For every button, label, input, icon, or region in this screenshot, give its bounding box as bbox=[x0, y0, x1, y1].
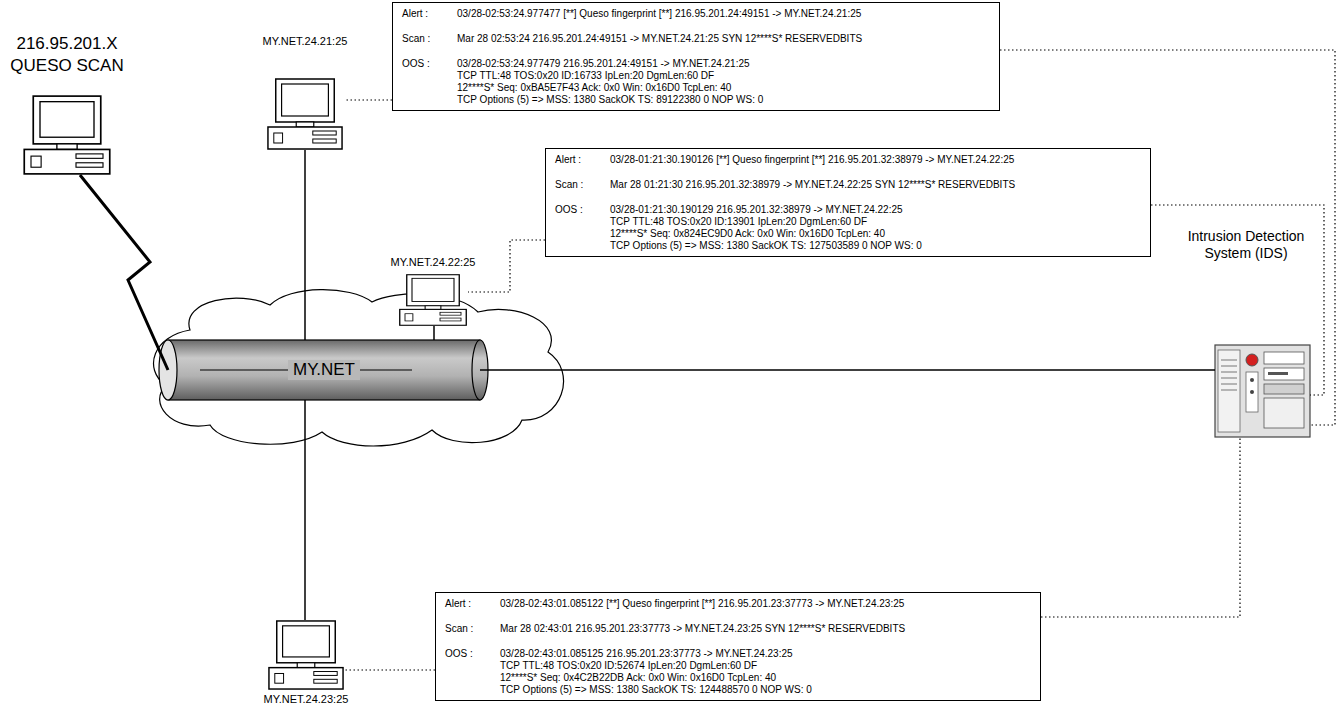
log-line: Mar 28 02:53:24 216.95.201.24:49151 -> M… bbox=[457, 33, 991, 45]
node-label: 216.95.201.XQUESO SCAN bbox=[2, 33, 132, 77]
alert-row: Scan :Mar 28 02:43:01 216.95.201.23:3777… bbox=[445, 623, 1032, 635]
field-value: 03/28-02:53:24.977479 216.95.201.24:4915… bbox=[457, 58, 991, 106]
field-label: Scan : bbox=[402, 33, 457, 45]
field-label: OOS : bbox=[555, 204, 610, 252]
node-label: Intrusion Detection System (IDS) bbox=[1180, 228, 1312, 262]
label-text: 216.95.201.X bbox=[2, 33, 132, 55]
alert-box: Alert :03/28-02:53:24.977477 [**] Queso … bbox=[392, 2, 1000, 111]
alert-row: Alert :03/28-02:43:01.085122 [**] Queso … bbox=[445, 598, 1032, 610]
network-label: MY.NET bbox=[288, 360, 360, 380]
attacker-computer bbox=[24, 96, 110, 174]
field-label: Alert : bbox=[445, 598, 500, 610]
field-value: 03/28-02:43:01.085122 [**] Queso fingerp… bbox=[500, 598, 1032, 610]
host-computer bbox=[268, 79, 342, 149]
network-cable bbox=[480, 369, 1215, 371]
log-line: TCP TTL:48 TOS:0x20 ID:13901 IpLen:20 Dg… bbox=[610, 216, 1142, 228]
label-text: Intrusion Detection System (IDS) bbox=[1180, 228, 1312, 262]
label-text: MY.NET.24.22:25 bbox=[368, 256, 498, 269]
field-label: Alert : bbox=[555, 154, 610, 166]
alert-box: Alert :03/28-02:43:01.085122 [**] Queso … bbox=[435, 592, 1041, 701]
alert-box: Alert :03/28-01:21:30.190126 [**] Queso … bbox=[545, 148, 1151, 257]
field-value: Mar 28 02:43:01 216.95.201.23:37773 -> M… bbox=[500, 623, 1032, 635]
log-line: 03/28-02:43:01.085125 216.95.201.23:3777… bbox=[500, 648, 1032, 660]
network-pipe bbox=[159, 340, 488, 400]
network-cable bbox=[433, 326, 435, 340]
field-value: Mar 28 02:53:24 216.95.201.24:49151 -> M… bbox=[457, 33, 991, 45]
node-label: MY.NET.24.21:25 bbox=[240, 35, 370, 48]
dotted-link bbox=[345, 669, 435, 670]
log-line: TCP TTL:48 TOS:0x20 ID:16733 IpLen:20 Dg… bbox=[457, 70, 991, 82]
field-label: OOS : bbox=[445, 648, 500, 696]
label-text: MY.NET.24.23:25 bbox=[241, 693, 371, 706]
host-computer bbox=[400, 275, 467, 326]
field-label: Alert : bbox=[402, 8, 457, 20]
dotted-link bbox=[344, 99, 392, 100]
ids-device bbox=[1215, 345, 1310, 437]
alert-row: Scan :Mar 28 02:53:24 216.95.201.24:4915… bbox=[402, 33, 991, 45]
label-text: MY.NET.24.21:25 bbox=[240, 35, 370, 48]
ids-node: Intrusion Detection System (IDS) bbox=[1215, 345, 1310, 437]
lightning-link bbox=[80, 175, 168, 370]
alert-row: Alert :03/28-02:53:24.977477 [**] Queso … bbox=[402, 8, 991, 20]
field-value: Mar 28 01:21:30 216.95.201.32:38979 -> M… bbox=[610, 179, 1142, 191]
host-node: MY.NET.24.21:25 bbox=[266, 78, 344, 150]
field-value: 03/28-01:21:30.190129 216.95.201.32:3897… bbox=[610, 204, 1142, 252]
log-line: 03/28-01:21:30.190129 216.95.201.32:3897… bbox=[610, 204, 1142, 216]
field-label: Scan : bbox=[555, 179, 610, 191]
host-node: MY.NET.24.23:25 bbox=[267, 620, 345, 690]
log-line: 12****S* Seq: 0x4C2B22DB Ack: 0x0 Win: 0… bbox=[500, 672, 1032, 684]
field-value: 03/28-02:43:01.085125 216.95.201.23:3777… bbox=[500, 648, 1032, 696]
field-value: 03/28-01:21:30.190126 [**] Queso fingerp… bbox=[610, 154, 1142, 166]
attacker-node: 216.95.201.XQUESO SCAN bbox=[22, 95, 112, 175]
log-line: 03/28-02:53:24.977479 216.95.201.24:4915… bbox=[457, 58, 991, 70]
field-value: 03/28-02:53:24.977477 [**] Queso fingerp… bbox=[457, 8, 991, 20]
alert-row: Scan :Mar 28 01:21:30 216.95.201.32:3897… bbox=[555, 179, 1142, 191]
host-computer bbox=[269, 621, 343, 689]
log-line: 03/28-02:43:01.085122 [**] Queso fingerp… bbox=[500, 598, 1032, 610]
log-line: 12****S* Seq: 0x824EC9D0 Ack: 0x0 Win: 0… bbox=[610, 228, 1142, 240]
field-label: OOS : bbox=[402, 58, 457, 106]
log-line: 03/28-01:21:30.190126 [**] Queso fingerp… bbox=[610, 154, 1142, 166]
host-node: MY.NET.24.22:25 bbox=[398, 274, 468, 326]
log-line: Mar 28 01:21:30 216.95.201.32:38979 -> M… bbox=[610, 179, 1142, 191]
node-label: MY.NET.24.23:25 bbox=[241, 693, 371, 706]
network-cable bbox=[304, 400, 306, 620]
label-text: QUESO SCAN bbox=[2, 55, 132, 77]
network-cloud bbox=[154, 290, 564, 446]
dotted-link bbox=[1041, 437, 1240, 617]
dotted-link bbox=[468, 240, 545, 292]
field-label: Scan : bbox=[445, 623, 500, 635]
dotted-link bbox=[1151, 205, 1324, 395]
log-line: TCP Options (5) => MSS: 1380 SackOK TS: … bbox=[457, 94, 991, 106]
log-line: 12****S* Seq: 0xBA5E7F43 Ack: 0x0 Win: 0… bbox=[457, 82, 991, 94]
log-line: TCP Options (5) => MSS: 1380 SackOK TS: … bbox=[610, 240, 1142, 252]
alert-row: OOS :03/28-02:53:24.977479 216.95.201.24… bbox=[402, 58, 991, 106]
alert-row: OOS :03/28-01:21:30.190129 216.95.201.32… bbox=[555, 204, 1142, 252]
log-line: Mar 28 02:43:01 216.95.201.23:37773 -> M… bbox=[500, 623, 1032, 635]
network-cable bbox=[304, 150, 306, 340]
log-line: TCP Options (5) => MSS: 1380 SackOK TS: … bbox=[500, 684, 1032, 696]
network-segment: MY.NET bbox=[168, 340, 480, 400]
log-line: 03/28-02:53:24.977477 [**] Queso fingerp… bbox=[457, 8, 991, 20]
alert-row: Alert :03/28-01:21:30.190126 [**] Queso … bbox=[555, 154, 1142, 166]
node-label: MY.NET.24.22:25 bbox=[368, 256, 498, 269]
alert-row: OOS :03/28-02:43:01.085125 216.95.201.23… bbox=[445, 648, 1032, 696]
log-line: TCP TTL:48 TOS:0x20 ID:52674 IpLen:20 Dg… bbox=[500, 660, 1032, 672]
